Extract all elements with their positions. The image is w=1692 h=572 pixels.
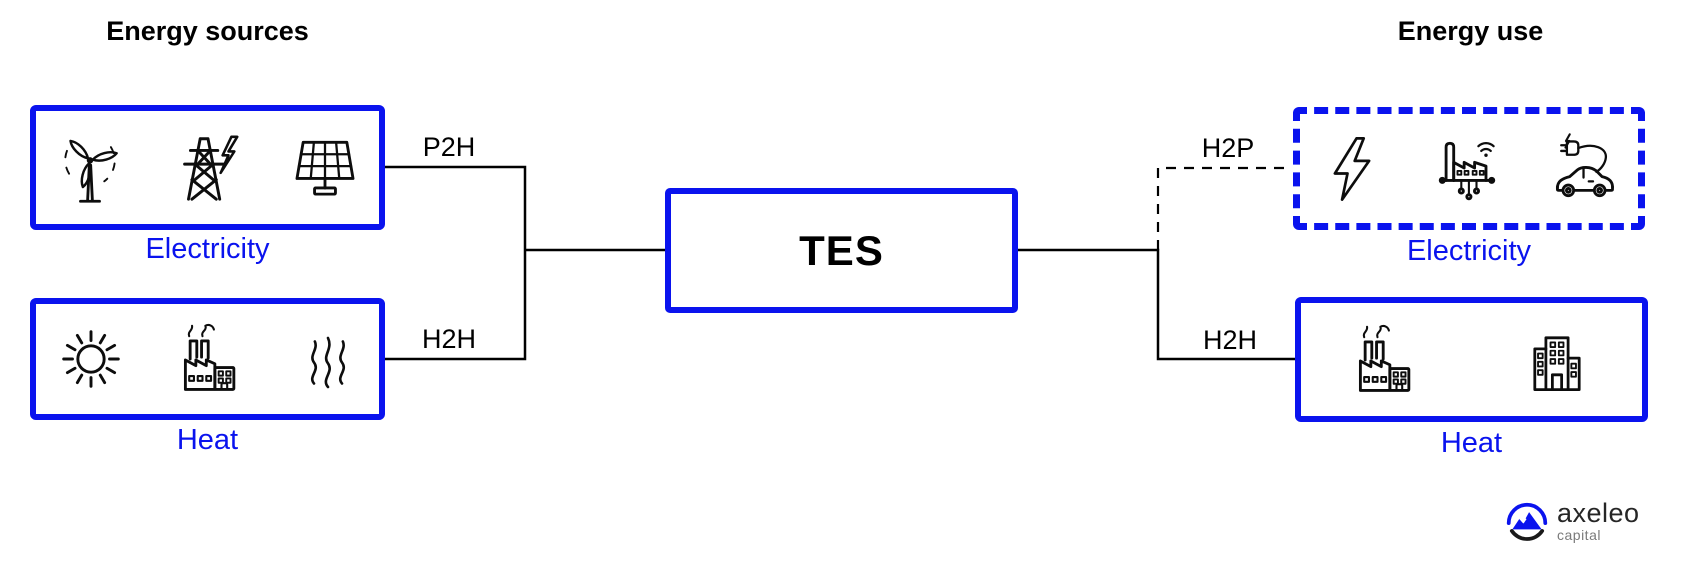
- use-electricity-box: [1293, 107, 1645, 230]
- city-buildings-icon: [1533, 335, 1581, 391]
- axeleo-logo-mark-icon: [1506, 502, 1548, 541]
- ev-charging-car-icon: [1555, 132, 1614, 197]
- tes-to-electricity-dashed-line: [1156, 166, 1291, 250]
- flow-label-h2h-right: H2H: [1202, 325, 1257, 355]
- source-electricity-label: Electricity: [145, 233, 270, 265]
- source-heat-label: Heat: [176, 424, 239, 456]
- solar-panel-icon: [295, 140, 355, 196]
- logo-name: axeleo: [1557, 498, 1640, 528]
- wind-turbine-icon: [64, 139, 118, 203]
- factory-icon: [1358, 324, 1411, 392]
- flow-label-h2h-left: H2H: [421, 324, 476, 354]
- logo-subtitle: capital: [1557, 527, 1601, 543]
- energy-sources-title: Energy sources: [106, 16, 309, 46]
- source-electricity-box: [30, 105, 385, 230]
- tes-label: TES: [799, 226, 884, 274]
- flow-label-h2p: H2P: [1201, 133, 1255, 163]
- source-heat-box: [30, 298, 385, 420]
- use-heat-label: Heat: [1440, 427, 1503, 459]
- energy-use-title: Energy use: [1397, 16, 1544, 46]
- axeleo-capital-logo: axeleo capital: [1504, 498, 1640, 544]
- smart-factory-icon: [1438, 141, 1496, 200]
- factory-icon: [183, 323, 235, 391]
- use-electricity-label: Electricity: [1406, 235, 1532, 267]
- tes-box: TES: [665, 188, 1018, 313]
- lightning-bolt-icon: [1333, 136, 1371, 201]
- transmission-tower-icon: [182, 135, 239, 201]
- heat-waves-icon: [310, 336, 346, 389]
- sun-icon: [62, 330, 120, 388]
- flow-label-p2h: P2H: [422, 132, 476, 162]
- use-heat-box: [1295, 297, 1648, 422]
